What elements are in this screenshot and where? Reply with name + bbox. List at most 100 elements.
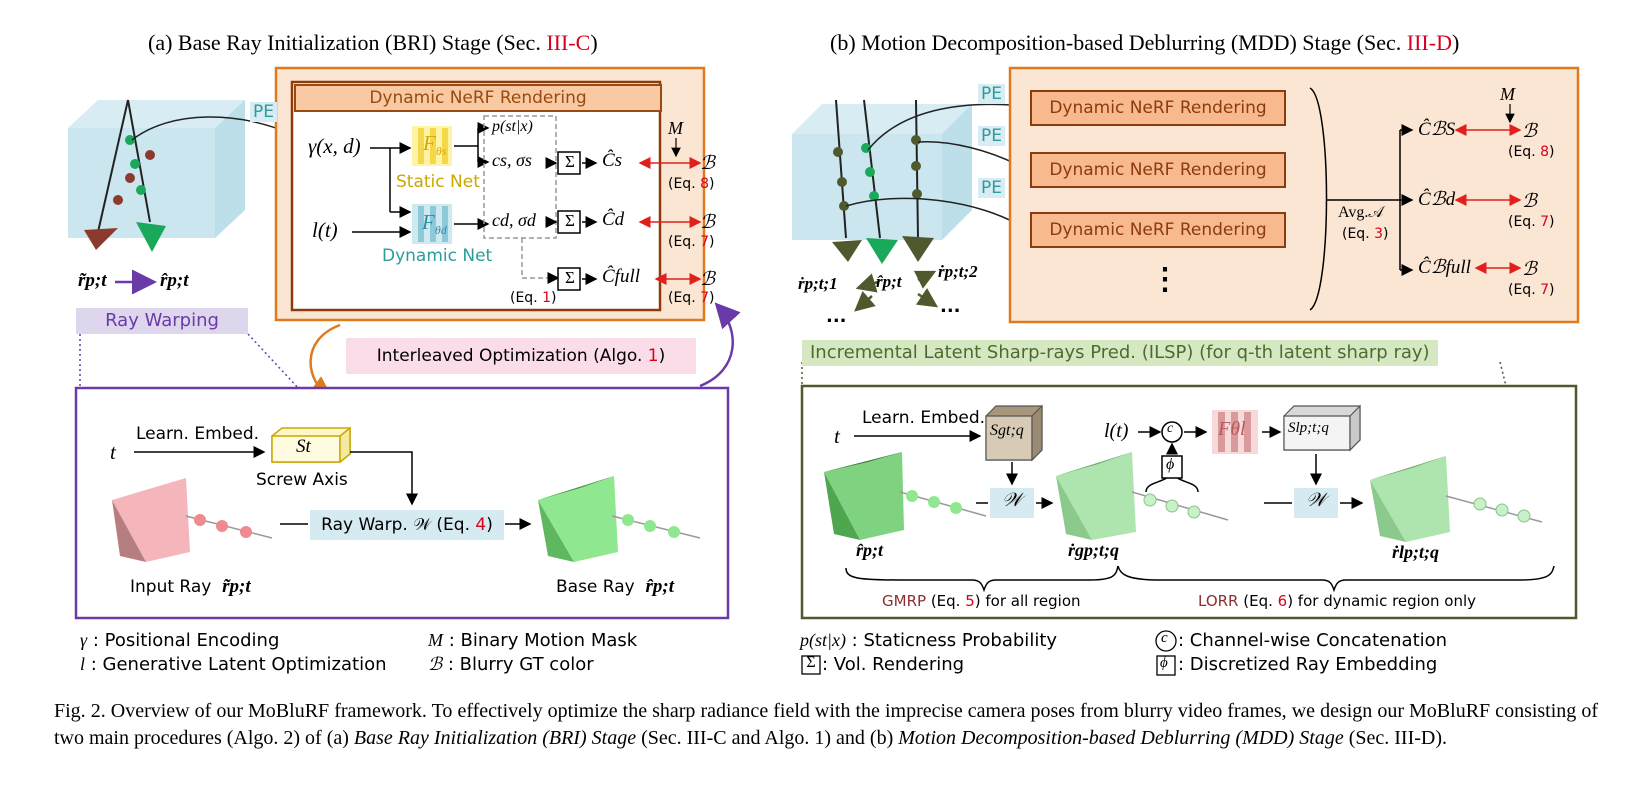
eq-8-b: (Eq. 8) <box>1508 144 1555 160</box>
nerf-render-1: Dynamic NeRF Rendering <box>1030 90 1286 126</box>
pe-label-a: PE <box>250 102 277 122</box>
concat-circle <box>1161 421 1183 443</box>
cb-full: Ĉℬfull <box>1418 257 1471 278</box>
f-theta-d-label: Fθd <box>422 210 447 238</box>
blurry-b-2: ℬ <box>700 212 715 233</box>
motion-mask-b: M <box>1500 84 1515 104</box>
blurry-b-b2: ℬ <box>1522 191 1537 212</box>
base-ray-pyramid <box>538 476 701 562</box>
l-t-label: l(t) <box>312 218 338 242</box>
phi-box <box>1161 455 1183 479</box>
pe-label-b2: PE <box>978 126 1005 146</box>
legend-b: ℬ : Blurry GT color <box>428 654 594 675</box>
warp-w-box-2 <box>1294 488 1338 518</box>
vol-render-dynamic <box>557 210 581 234</box>
legend-c-sym: c <box>1161 630 1168 646</box>
screw-axis-cube <box>271 426 351 464</box>
input-ray-pyramid <box>112 478 273 562</box>
t-label-a: t <box>110 440 116 464</box>
ray-warping-label: Ray Warping <box>76 308 248 334</box>
learn-embed-a: Learn. Embed. <box>136 424 260 444</box>
ray1-label: ṙp;t;1 <box>798 274 838 293</box>
s-l-cube <box>1283 404 1361 452</box>
nerf-render-2: Dynamic NeRF Rendering <box>1030 152 1286 188</box>
blurry-b-b3: ℬ <box>1522 259 1537 280</box>
s-g-label: Sgt;q <box>990 422 1024 439</box>
s-l-label: Slp;t;q <box>1288 420 1329 436</box>
sigma-dynamic: Σ <box>565 211 575 230</box>
cs-sigma-label: cs, σs <box>492 150 532 170</box>
blurry-b-1: ℬ <box>700 153 715 174</box>
ray-warp-box: Ray Warp. 𝒲 (Eq. 4) <box>310 510 504 540</box>
legend-sigma-sym: Σ <box>806 654 816 671</box>
base-ray-label: Base Ray r̂p;t <box>556 576 675 597</box>
ray2-label: ṙp;t;2 <box>938 262 978 281</box>
lorr-label: LORR (Eq. 6) for dynamic region only <box>1198 592 1477 610</box>
motion-mask-a: M <box>668 118 683 138</box>
phi-label: ϕ <box>1166 456 1175 473</box>
avg-eq: (Eq. 3) <box>1342 226 1389 242</box>
interleaved-opt-label: Interleaved Optimization (Algo. 1) <box>346 338 696 374</box>
screw-axis-label: Screw Axis <box>256 470 348 490</box>
ray-tilde-label: r̃p;t <box>78 270 107 291</box>
r-g-label: ṙgp;t;q <box>1068 540 1119 560</box>
r-g-pyramid <box>1056 452 1229 540</box>
r-l-label: ṙlp;t;q <box>1392 542 1439 562</box>
pe-cube-b <box>792 104 972 240</box>
sigma-full: Σ <box>565 268 575 287</box>
dynamic-net-label: Dynamic Net <box>382 246 493 266</box>
r-hat-label-b: r̂p;t <box>856 540 883 560</box>
dynamic-nerf-box <box>290 80 662 312</box>
panel-a-title: (a) Base Ray Initialization (BRI) Stage … <box>148 30 598 55</box>
eq-7-a2: (Eq. 7) <box>668 290 715 306</box>
vol-render-full <box>557 267 581 291</box>
eq-7-a1: (Eq. 7) <box>668 234 715 250</box>
dynamic-nerf-title: Dynamic NeRF Rendering <box>294 84 662 112</box>
legend-phi-box <box>1156 655 1176 676</box>
ray-hat-b-label: r̂p;t <box>876 272 902 291</box>
pe-cube-a <box>68 100 245 238</box>
figure-caption: Fig. 2. Overview of our MoBluRF framewor… <box>54 700 1598 749</box>
eq-8-a: (Eq. 8) <box>668 176 715 192</box>
w-label-2: 𝒲 <box>1306 490 1326 511</box>
avg-label: Avg.𝒜 <box>1338 204 1384 221</box>
legend-p: p(st|x) : Staticness Probability <box>800 630 1058 651</box>
f-theta-s-label: Fθs <box>423 131 447 159</box>
blurry-b-3: ℬ <box>700 269 715 290</box>
legend-concat: : Channel-wise Concatenation <box>1178 630 1448 651</box>
legend-concat-circle <box>1155 630 1177 652</box>
warp-w-box-1 <box>990 488 1034 518</box>
f-theta-l-label: Fθl <box>1218 418 1246 440</box>
legend-m: M : Binary Motion Mask <box>428 630 638 651</box>
s-g-cube <box>985 404 1043 462</box>
eq-7-b1: (Eq. 7) <box>1508 214 1555 230</box>
r-l-pyramid <box>1370 456 1543 542</box>
ray-hat-label: r̂p;t <box>160 270 189 291</box>
panel-b-title: (b) Motion Decomposition-based Deblurrin… <box>830 30 1460 55</box>
pe-label-b3: PE <box>978 178 1005 198</box>
legend-phi-sym: ϕ <box>1160 655 1168 671</box>
screw-st-label: St <box>296 436 311 457</box>
legend-phi: : Discretized Ray Embedding <box>1178 654 1438 675</box>
legend-l: l : Generative Latent Optimization <box>80 654 387 675</box>
sharp-ray-cone <box>136 222 166 252</box>
nerf-render-3: Dynamic NeRF Rendering <box>1030 212 1286 248</box>
eq-7-b2: (Eq. 7) <box>1508 282 1555 298</box>
more-dots: ⋮ <box>1150 263 1180 296</box>
ellipsis-2: ... <box>940 296 961 317</box>
l-t-b-label: l(t) <box>1104 420 1129 442</box>
learn-embed-b: Learn. Embed. <box>862 408 986 428</box>
ilsp-label: Incremental Latent Sharp-rays Pred. (ILS… <box>802 340 1438 366</box>
legend-sigma-box <box>801 655 821 675</box>
r-hat-pyramid <box>824 452 987 540</box>
gamma-xd-label: γ(x, d) <box>308 134 361 158</box>
gmrp-label: GMRP (Eq. 5) for all region <box>882 592 1081 610</box>
blurry-b-b1: ℬ <box>1522 121 1537 142</box>
legend-sigma: : Vol. Rendering <box>822 654 965 675</box>
cd-sigma-label: cd, σd <box>492 210 536 230</box>
p-st-x-label: p(st|x) <box>492 118 533 135</box>
eq-1-a: (Eq. 1) <box>510 290 557 306</box>
c-hat-full: Ĉfull <box>602 266 641 287</box>
c-hat-s: Ĉs <box>602 150 623 171</box>
